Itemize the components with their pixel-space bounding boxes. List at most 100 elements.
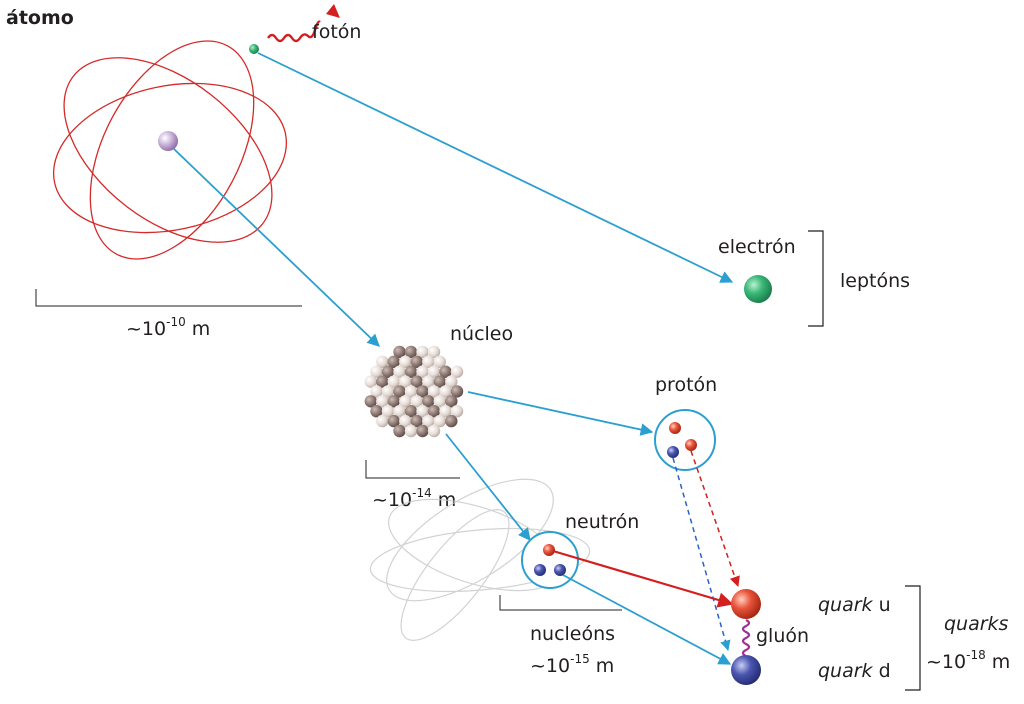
- nucleon-sphere: [450, 405, 464, 418]
- nucleon-sphere: [433, 355, 446, 368]
- nucleon-sphere: [393, 405, 406, 418]
- arrow-to-neutron: [445, 433, 531, 541]
- proton-dashed-arrow-down: [672, 457, 731, 652]
- leptons-label: leptóns: [840, 270, 910, 292]
- nucleon-sphere: [393, 424, 406, 438]
- photon-icon: [267, 4, 340, 43]
- nucleon-sphere: [422, 414, 435, 428]
- atom-scale-label: ~10-10 m: [126, 315, 210, 340]
- nucleon-sphere: [376, 414, 389, 428]
- neutron-down-quark-2: [554, 564, 566, 576]
- proton-label: protón: [655, 374, 717, 396]
- nucleon-sphere: [433, 395, 446, 408]
- nucleons-label: nucleóns: [530, 623, 615, 645]
- arrow-to-proton: [467, 391, 654, 436]
- nucleon-sphere: [445, 395, 458, 408]
- nucleon-sphere: [364, 395, 377, 408]
- quarks-bracket: [905, 585, 921, 691]
- atom-label: átomo: [6, 7, 74, 29]
- photon-label: fotón: [312, 21, 361, 43]
- nucleon-sphere: [364, 375, 377, 388]
- nucleon-sphere: [445, 375, 458, 388]
- nucleon-sphere: [416, 405, 429, 418]
- nucleon-sphere: [422, 395, 435, 408]
- nucleon-sphere: [416, 385, 429, 398]
- atom-scale-bar: [35, 289, 302, 307]
- nucleon-sphere: [410, 355, 423, 368]
- nucleon-sphere: [387, 414, 400, 428]
- proton-circle: [654, 409, 716, 471]
- background-ghost-orbits: [369, 478, 591, 641]
- nucleon-sphere: [439, 405, 452, 418]
- nucleon-sphere: [370, 385, 383, 398]
- nucleon-sphere: [399, 375, 412, 388]
- nucleon-sphere: [404, 424, 418, 438]
- nucleon-sphere: [399, 395, 412, 408]
- nucleus-ball: [364, 345, 464, 438]
- nucleon-sphere: [410, 375, 423, 388]
- nucleon-sphere: [427, 385, 441, 398]
- nucleon-sphere: [387, 355, 400, 368]
- nucleon-sphere: [450, 365, 464, 378]
- nucleon-sphere: [399, 355, 412, 368]
- nucleus-label: núcleo: [450, 323, 513, 345]
- proton-up-quark-2: [685, 439, 697, 451]
- gluon-label: gluón: [756, 625, 809, 647]
- nucleon-sphere: [450, 385, 464, 398]
- nucleon-sphere: [439, 365, 452, 378]
- neutron-arrow-down: [562, 574, 732, 665]
- nucleon-sphere: [445, 414, 458, 428]
- nucleon-sphere: [416, 424, 429, 438]
- nucleon-sphere: [393, 345, 406, 359]
- up-quark-ball: [731, 589, 761, 619]
- proton-up-quark-1: [669, 422, 681, 434]
- nucleon-sphere: [370, 365, 383, 378]
- nucleon-sphere: [422, 375, 435, 388]
- nucleon-sphere: [376, 355, 389, 368]
- atom-nucleus-ball: [158, 131, 178, 151]
- quark-u-label: quark u: [818, 594, 891, 616]
- nucleon-sphere: [404, 385, 418, 398]
- orbit-1: [52, 82, 288, 234]
- nucleon-sphere: [427, 365, 441, 378]
- atom-orbits: [52, 40, 288, 260]
- nucleon-sphere: [393, 385, 406, 398]
- nucleus-scale-label: ~10-14 m: [372, 486, 456, 511]
- proton-down-quark: [667, 446, 679, 458]
- nucleon-sphere: [399, 414, 412, 428]
- nucleon-sphere: [427, 424, 441, 438]
- nucleon-sphere: [393, 365, 406, 378]
- nucleon-sphere: [416, 345, 429, 359]
- atom-electron-ball: [249, 44, 259, 54]
- nucleon-sphere: [387, 395, 400, 408]
- nucleon-sphere: [404, 365, 418, 378]
- nucleon-sphere: [381, 405, 395, 418]
- nucleon-sphere: [439, 385, 452, 398]
- quark-d-label: quark d: [818, 660, 891, 682]
- neutron-circle: [521, 531, 579, 589]
- electron-ball: [744, 275, 772, 303]
- gluon-icon: [741, 619, 751, 657]
- nucleon-sphere: [381, 365, 395, 378]
- electron-label: electrón: [718, 236, 796, 258]
- arrow-to-nucleus: [173, 148, 380, 347]
- arrow-to-electron: [257, 52, 734, 283]
- nucleon-sphere: [376, 395, 389, 408]
- nucleon-sphere: [416, 365, 429, 378]
- nucleon-sphere: [381, 385, 395, 398]
- nucleon-scale-label: ~10-15 m: [530, 652, 614, 677]
- leptons-bracket: [808, 230, 824, 327]
- nucleon-sphere: [404, 405, 418, 418]
- nucleon-sphere: [422, 355, 435, 368]
- nucleon-sphere: [410, 395, 423, 408]
- proton-dashed-arrow-up: [690, 450, 740, 587]
- nucleon-sphere: [404, 345, 418, 359]
- nucleus-scale-bar: [365, 460, 460, 479]
- nucleon-scale-bar: [499, 595, 622, 611]
- nucleon-sphere: [433, 414, 446, 428]
- nucleon-sphere: [376, 375, 389, 388]
- nucleon-sphere: [427, 405, 441, 418]
- neutron-arrow-up: [552, 549, 734, 608]
- neutron-label: neutrón: [565, 511, 639, 533]
